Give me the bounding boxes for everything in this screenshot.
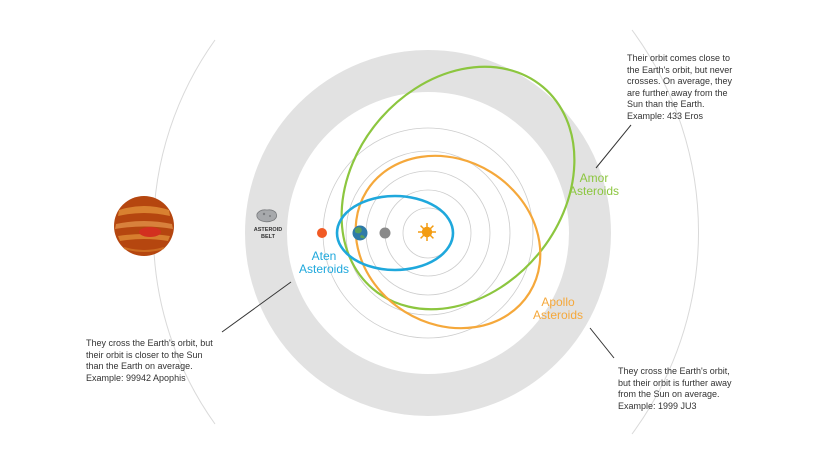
sun-icon: [418, 223, 436, 241]
aten-callout-line: [221, 281, 292, 333]
amor-orbit: [340, 65, 576, 311]
asteroid-icon: [256, 209, 278, 223]
outer-orbit-right: [631, 29, 699, 435]
jupiter-icon: [114, 196, 174, 256]
aten-label: Aten Asteroids: [288, 250, 360, 276]
asteroid-belt-band: [245, 50, 611, 416]
asteroid-belt-label: ASTEROID BELT: [253, 227, 283, 240]
apollo-label-line2: Asteroids: [532, 308, 584, 322]
aten-orbit: [335, 194, 455, 272]
amor-label-line1: Amor: [579, 171, 609, 185]
aten-description: They cross the Earth's orbit, but their …: [86, 338, 213, 383]
apollo-orbit: [354, 154, 542, 330]
earth-icon: [352, 225, 368, 241]
amor-label: Amor Asteroids: [558, 172, 630, 198]
apollo-label: Apollo Asteroids: [520, 296, 596, 322]
aten-label-line1: Aten: [311, 249, 337, 263]
mercury-icon: [379, 227, 391, 239]
amor-label-line2: Asteroids: [568, 184, 620, 198]
mars-icon: [317, 228, 327, 238]
apollo-description: They cross the Earth's orbit, but their …: [618, 366, 732, 411]
amor-callout-line: [595, 124, 632, 169]
apollo-label-line1: Apollo: [541, 295, 575, 309]
aten-label-line2: Asteroids: [298, 262, 350, 276]
apollo-callout-line: [589, 327, 615, 359]
amor-description: Their orbit comes close to the Earth's o…: [627, 53, 733, 121]
orbit-ring-4: [345, 150, 511, 316]
